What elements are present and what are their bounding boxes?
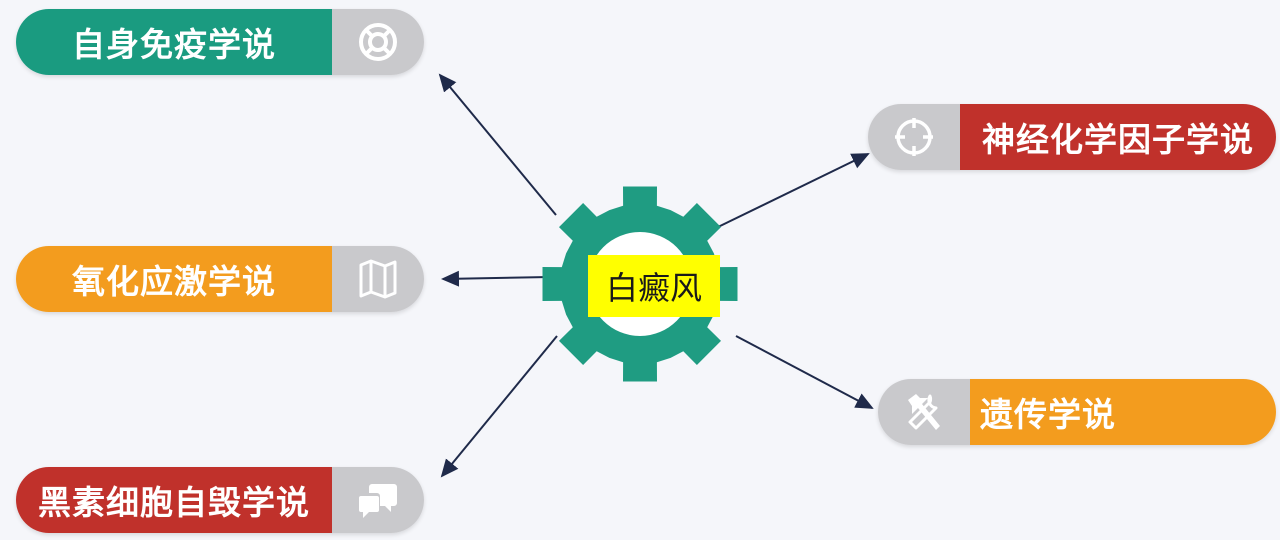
icon-cap: [332, 467, 424, 533]
arrow-to-neurochemical: [717, 153, 870, 228]
tools-icon: [908, 394, 940, 430]
theory-oxidative: 氧化应激学说: [16, 246, 424, 312]
arrow-to-genetic: [735, 335, 874, 409]
arrow-to-oxidative: [441, 270, 551, 287]
theory-genetic: 遗传学说: [878, 379, 1276, 445]
chat-icon: [359, 484, 397, 518]
lifebuoy-icon: [359, 23, 397, 61]
icon-cap: [332, 9, 424, 75]
theory-label: 神经化学因子学说: [960, 104, 1276, 170]
arrow-to-autoimmune: [438, 73, 557, 216]
crosshair-icon: [895, 118, 933, 156]
icon-cap: [332, 246, 424, 312]
theory-melanocyte: 黑素细胞自毁学说: [16, 467, 424, 533]
theory-label: 遗传学说: [970, 379, 1276, 445]
theory-autoimmune: 自身免疫学说: [16, 9, 424, 75]
arrow-to-melanocyte: [440, 335, 558, 478]
map-icon: [359, 259, 397, 299]
theory-label: 黑素细胞自毁学说: [16, 467, 332, 533]
theory-label: 氧化应激学说: [16, 246, 332, 312]
icon-cap: [868, 104, 960, 170]
theory-label: 自身免疫学说: [16, 9, 332, 75]
icon-cap: [878, 379, 970, 445]
center-label: 白癜风: [588, 255, 720, 317]
theory-neurochemical: 神经化学因子学说: [868, 104, 1276, 170]
